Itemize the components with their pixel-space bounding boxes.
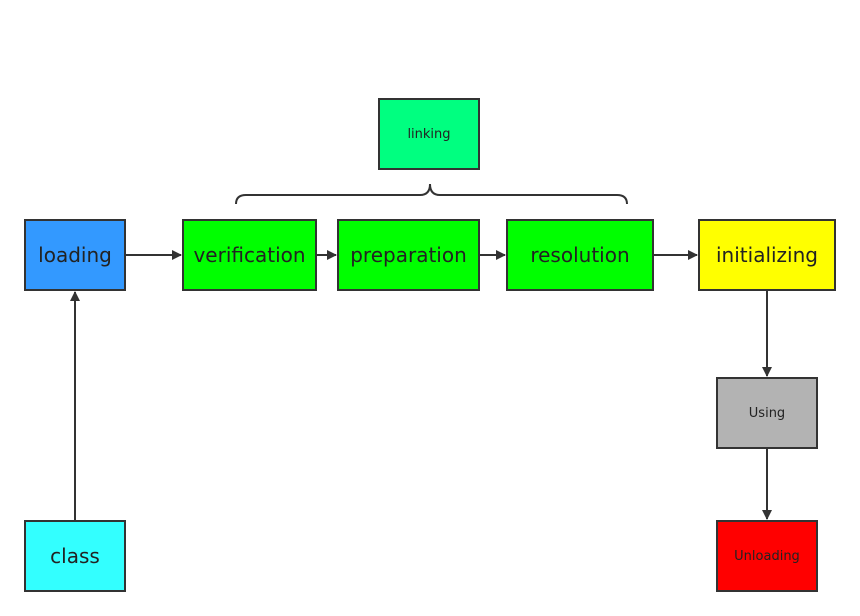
initializing-label: initializing	[716, 243, 818, 267]
using-node: Using	[716, 377, 818, 449]
preparation-label: preparation	[350, 243, 467, 267]
linking-brace	[235, 183, 628, 205]
unloading-label: Unloading	[734, 548, 800, 564]
linking-label: linking	[407, 126, 451, 142]
resolution-label: resolution	[530, 243, 630, 267]
verification-label: verification	[193, 243, 306, 267]
loading-label: loading	[38, 243, 112, 267]
initializing-node: initializing	[698, 219, 836, 291]
unloading-node: Unloading	[716, 520, 818, 592]
verification-node: verification	[182, 219, 317, 291]
linking-node: linking	[378, 98, 480, 170]
class-node: class	[24, 520, 126, 592]
resolution-node: resolution	[506, 219, 654, 291]
class-label: class	[50, 544, 100, 568]
preparation-node: preparation	[337, 219, 480, 291]
loading-node: loading	[24, 219, 126, 291]
using-label: Using	[748, 405, 786, 421]
